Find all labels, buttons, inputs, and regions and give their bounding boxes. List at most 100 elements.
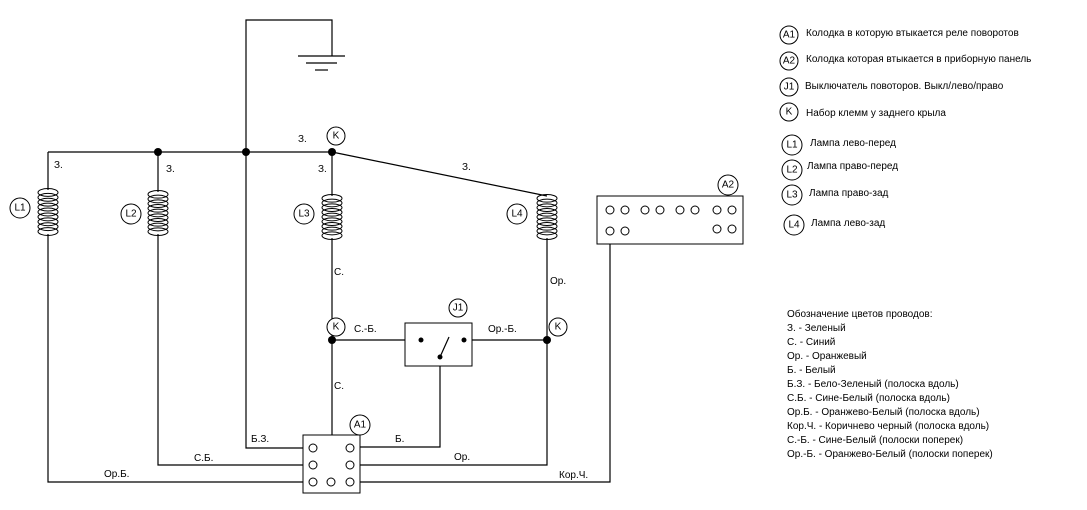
colors-legend-item: С. - Синий bbox=[787, 337, 835, 348]
wire-label: З. bbox=[318, 164, 327, 175]
junction-dot bbox=[154, 148, 162, 156]
junctions bbox=[154, 148, 551, 344]
lamp-coil-l2 bbox=[147, 190, 169, 237]
svg-text:Набор клемм у заднего крыла: Набор клемм у заднего крыла bbox=[806, 107, 946, 119]
svg-text:Выключатель повоторов. Выкл/ле: Выключатель повоторов. Выкл/лево/право bbox=[805, 81, 1004, 92]
junction-dot bbox=[543, 336, 551, 344]
sb-wire bbox=[157, 234, 312, 466]
connector-a2 bbox=[596, 195, 744, 245]
svg-text:Лампа право-перед: Лампа право-перед bbox=[807, 161, 898, 172]
svg-text:Колодка в которую втыкается ре: Колодка в которую втыкается реле поворот… bbox=[806, 28, 1019, 39]
switch-j1 bbox=[404, 322, 473, 367]
component-legend: A1 Колодка в которую втыкается реле повор… bbox=[779, 25, 1031, 236]
lamp-coil-l3 bbox=[321, 194, 343, 241]
colors-legend-item: Ор. - Оранжевый bbox=[787, 351, 867, 362]
label-k-left: K bbox=[326, 317, 346, 337]
label-a2: A2 bbox=[717, 174, 739, 196]
wire-label: Ор. bbox=[454, 452, 470, 463]
orange-wire bbox=[352, 238, 548, 466]
label-a1: A1 bbox=[349, 414, 371, 436]
wire-label: С.-Б. bbox=[354, 324, 377, 335]
orb-wire bbox=[47, 234, 312, 483]
label-j1: J1 bbox=[448, 298, 468, 318]
colors-legend-item: С.Б. - Сине-Белый (полоска вдоль) bbox=[787, 393, 950, 404]
colors-legend-item: Ор.Б. - Оранжево-Белый (полоска вдоль) bbox=[787, 407, 980, 418]
connector-a1 bbox=[302, 434, 361, 494]
svg-text:L2: L2 bbox=[786, 165, 798, 176]
colors-legend-item: Ор.-Б. - Оранжево-Белый (полоски поперек… bbox=[787, 449, 993, 460]
svg-text:K: K bbox=[333, 322, 340, 333]
junction-dot bbox=[328, 148, 336, 156]
svg-text:L1: L1 bbox=[786, 140, 798, 151]
legend-item: L1 Лампа лево-перед bbox=[781, 134, 896, 156]
wire-label: С. bbox=[334, 267, 344, 278]
label-k-top: K bbox=[326, 126, 346, 146]
svg-text:L1: L1 bbox=[14, 203, 26, 214]
colors-legend: Обозначение цветов проводов: З. - Зелены… bbox=[787, 308, 993, 460]
wire-label: С.Б. bbox=[194, 453, 213, 464]
colors-legend-item: Б. - Белый bbox=[787, 365, 836, 376]
svg-text:L3: L3 bbox=[298, 209, 310, 220]
svg-text:L4: L4 bbox=[788, 220, 800, 231]
label-l2: L2 bbox=[120, 203, 142, 225]
colors-legend-item: Б.З. - Бело-Зеленый (полоска вдоль) bbox=[787, 379, 959, 390]
svg-text:A2: A2 bbox=[722, 180, 735, 191]
svg-text:L3: L3 bbox=[786, 190, 798, 201]
wire-label: Б. bbox=[395, 434, 404, 445]
wire-label: Ор.Б. bbox=[104, 469, 129, 480]
lamp-coils bbox=[37, 188, 558, 241]
svg-text:K: K bbox=[555, 322, 562, 333]
component-labels: L1 L2 L3 L4 K K K J1 A1 A2 bbox=[9, 126, 739, 436]
svg-text:A2: A2 bbox=[783, 56, 796, 67]
lamp-coil-l1 bbox=[37, 188, 59, 237]
svg-text:J1: J1 bbox=[784, 82, 795, 93]
green-diagonal bbox=[331, 151, 548, 197]
wire-label: З. bbox=[166, 164, 175, 175]
svg-text:Лампа лево-перед: Лампа лево-перед bbox=[810, 138, 896, 149]
wire-label: З. bbox=[54, 160, 63, 171]
svg-text:Лампа право-зад: Лампа право-зад bbox=[809, 188, 889, 199]
label-l1: L1 bbox=[9, 197, 31, 219]
label-l4: L4 bbox=[506, 203, 528, 225]
wire-label: З. bbox=[462, 162, 471, 173]
colors-legend-item: Кор.Ч. - Коричнево черный (полоска вдоль… bbox=[787, 421, 989, 432]
legend-item: L2 Лампа право-перед bbox=[781, 159, 898, 181]
wire-label: Ор.-Б. bbox=[488, 324, 517, 335]
korch-wire bbox=[352, 243, 611, 483]
colors-legend-item: З. - Зеленый bbox=[787, 323, 846, 334]
lamp-coil-l4 bbox=[536, 194, 558, 241]
svg-text:K: K bbox=[786, 107, 793, 118]
wire-label: Ор. bbox=[550, 276, 566, 287]
svg-text:A1: A1 bbox=[354, 420, 367, 431]
svg-text:Лампа лево-зад: Лампа лево-зад bbox=[811, 218, 885, 229]
svg-text:J1: J1 bbox=[453, 303, 464, 314]
white-wire bbox=[352, 357, 441, 448]
junction-dot bbox=[242, 148, 250, 156]
legend-item: K Набор клемм у заднего крыла bbox=[779, 102, 946, 122]
legend-item: L4 Лампа лево-зад bbox=[783, 214, 885, 236]
junction-dot bbox=[328, 336, 336, 344]
ground-symbol bbox=[298, 55, 345, 71]
ground-wire bbox=[245, 19, 333, 152]
legend-item: L3 Лампа право-зад bbox=[781, 184, 889, 206]
wire-labels: З. З. З. З. З. С. С. Ор. С.-Б. Ор.-Б. Б.… bbox=[54, 134, 588, 481]
svg-text:A1: A1 bbox=[783, 30, 796, 41]
legend-item: A2 Колодка которая втыкается в приборную … bbox=[779, 51, 1031, 71]
wire-label: Б.З. bbox=[251, 434, 269, 445]
colors-legend-title: Обозначение цветов проводов: bbox=[787, 308, 932, 320]
wires bbox=[47, 19, 611, 483]
label-l3: L3 bbox=[293, 203, 315, 225]
legend-item: J1 Выключатель повоторов. Выкл/лево/право bbox=[779, 77, 1004, 97]
wire-label: Кор.Ч. bbox=[559, 470, 588, 481]
colors-legend-item: С.-Б. - Сине-Белый (полоски поперек) bbox=[787, 435, 963, 446]
svg-text:K: K bbox=[333, 131, 340, 142]
label-k-right: K bbox=[548, 317, 568, 337]
wire-label: С. bbox=[334, 381, 344, 392]
svg-text:L4: L4 bbox=[511, 209, 523, 220]
wire-label: З. bbox=[298, 134, 307, 145]
svg-text:Колодка которая втыкается в пр: Колодка которая втыкается в приборную па… bbox=[806, 53, 1031, 65]
svg-text:L2: L2 bbox=[125, 209, 137, 220]
bz-wire bbox=[245, 152, 312, 449]
